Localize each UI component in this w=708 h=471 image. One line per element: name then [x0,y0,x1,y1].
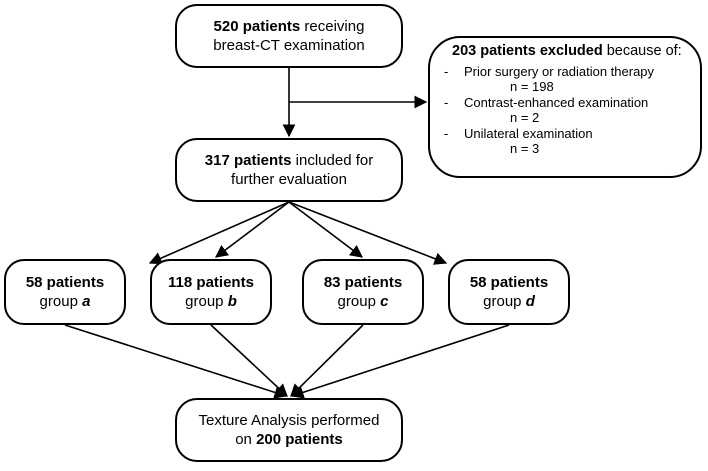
group-d-box: 58 patients group d [448,259,570,325]
enrolled-patients-box: 520 patients receiving breast-CT examina… [175,4,403,68]
enrolled-text: receiving [300,18,365,35]
arrow-to-group-d [288,201,448,265]
exclusion-reason: -Contrast-enhanced examination [444,94,649,110]
exclusion-reason-label: Unilateral examination [464,125,593,141]
group-a-box: 58 patients group a [4,259,126,325]
exclusion-reason-count: n = 3 [510,141,540,156]
group-count: 58 patients [25,274,105,291]
exclusion-reason-count: n = 198 [510,79,554,94]
group-count: 83 patients [323,274,403,291]
included-patients-box: 317 patients included for further evalua… [175,138,403,202]
enrolled-count: 520 patients [213,18,301,35]
arrow-group-d-to-final [290,324,510,399]
final-count: 200 patients [256,431,343,448]
excluded-patients-box: 203 patients excluded because of: -Prior… [428,36,702,178]
excluded-count: 203 patients excluded [452,43,603,59]
arrow-group-b-to-final [210,324,288,397]
group-count: 118 patients [168,274,254,291]
included-text-line2: further evaluation [231,171,347,188]
exclusion-reason: -Prior surgery or radiation therapy [444,63,655,79]
exclusion-reason: -Unilateral examination [444,125,593,141]
group-c-box: 83 patients group c [302,259,424,325]
final-text-line1: Texture Analysis performed [198,412,380,429]
enrolled-text-line2: breast-CT examination [213,37,365,54]
arrow-to-group-a [148,201,290,265]
group-b-box: 118 patients group b [150,259,272,325]
arrow-group-c-to-final [290,324,364,397]
arrow-group-a-to-final [64,324,288,399]
group-letter: b [227,293,237,310]
group-letter: a [82,293,91,310]
group-count: 58 patients [469,274,549,291]
arrow-to-group-b [214,201,290,258]
arrow-to-group-c [288,201,364,258]
exclusion-reason-label: Contrast-enhanced examination [464,94,649,110]
included-text: included for [291,152,374,169]
excluded-text: because of: [602,43,682,59]
exclusion-reason-label: Prior surgery or radiation therapy [464,63,655,79]
exclusion-reason-count: n = 2 [510,110,540,125]
group-letter: d [525,293,535,310]
texture-analysis-box: Texture Analysis performed on 200 patien… [175,398,403,462]
group-letter: c [380,293,389,310]
included-count: 317 patients [204,152,292,169]
